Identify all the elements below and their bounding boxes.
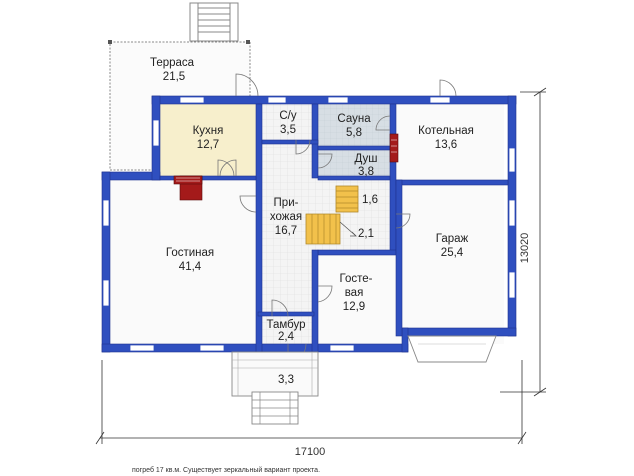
guest-area: 12,9	[343, 301, 365, 313]
sauna-floor	[318, 104, 392, 146]
vestibule-area: 2,4	[278, 331, 295, 343]
fireplace	[173, 175, 203, 201]
hall-floor	[262, 142, 318, 352]
doors	[217, 73, 457, 363]
shower-name: Душ	[354, 153, 377, 165]
shower-floor	[318, 148, 392, 178]
boiler-area: 13,6	[435, 139, 457, 151]
kitchen-area: 12,7	[197, 139, 219, 151]
caption-text: погреб 17 кв.м. Существует зеркальный ва…	[132, 466, 320, 474]
depth-dimension-label: 13020	[519, 233, 531, 264]
hall-area: 16,7	[275, 225, 297, 237]
kitchen-name: Кухня	[193, 125, 224, 137]
hall-name-line1: При-	[274, 197, 299, 209]
shower-area: 3,8	[358, 166, 374, 178]
garage-area: 25,4	[441, 247, 464, 259]
windows	[102, 96, 516, 352]
guest-floor	[318, 252, 402, 344]
terrace-area: 21,5	[163, 71, 185, 83]
garage-apron	[407, 335, 497, 363]
terrace-name: Терраса	[150, 57, 195, 69]
garage-floor	[402, 180, 504, 344]
kitchen-floor	[160, 104, 258, 180]
living-name: Гостиная	[166, 247, 214, 259]
sauna-name: Сауна	[337, 113, 371, 125]
wc-name: С/у	[279, 110, 297, 122]
vestibule-name: Тамбур	[266, 319, 305, 331]
wc-area: 3,5	[280, 124, 296, 136]
stair-lower-area: 2,1	[358, 228, 374, 240]
guest-name-line1: Госте-	[340, 273, 373, 285]
boiler-name: Котельная	[418, 125, 474, 137]
depth-dimension-line	[500, 87, 547, 397]
sauna-stove	[389, 133, 399, 163]
stair-upper-area: 1,6	[362, 194, 378, 206]
wc-floor	[262, 104, 316, 142]
sauna-area: 5,8	[346, 127, 362, 139]
living-area: 41,4	[179, 261, 202, 273]
porch	[231, 351, 319, 425]
width-dimension-line	[95, 360, 527, 445]
porch-area: 3,3	[278, 374, 294, 386]
guest-name-line2: вая	[345, 287, 364, 299]
garage-name: Гараж	[436, 233, 469, 245]
width-dimension-label: 17100	[295, 446, 326, 458]
living-floor	[110, 180, 258, 344]
staircase	[305, 185, 359, 245]
boiler-floor	[396, 104, 504, 180]
hall-name-line2: хожая	[270, 211, 302, 223]
terrace-steps	[189, 2, 239, 42]
